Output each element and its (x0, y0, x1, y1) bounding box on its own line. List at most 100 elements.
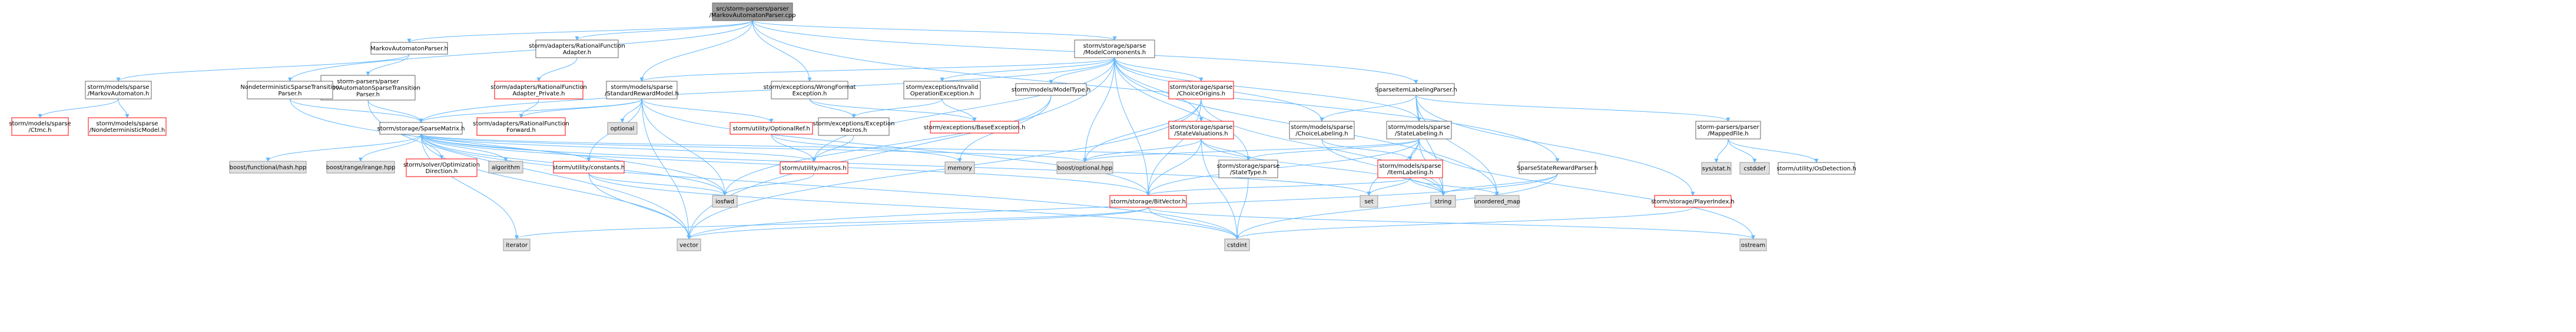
node-memory[interactable]: memory (944, 161, 975, 174)
node-label-line: /ChoiceLabeling.h (1295, 131, 1348, 137)
node-label-line: storm/utility/OptionalRef.h (732, 126, 810, 132)
node-storm-utility-constants-h[interactable]: storm/utility/constants.h (553, 161, 625, 174)
node-storm-exceptions-invalid-operationexception-h[interactable]: storm/exceptions/InvalidOperationExcepti… (903, 81, 981, 99)
node-ostream[interactable]: ostream (1739, 238, 1767, 251)
edge-n42-n48 (1148, 207, 1239, 240)
edge-n16-n47 (420, 134, 691, 240)
node-storm-parsers-parser-markovautomatonsparsetransition-parser-h[interactable]: storm-parsers/parser/MarkovAutomatonSpar… (316, 75, 420, 101)
node-box (229, 161, 307, 174)
node-box (818, 117, 890, 136)
node-label-line: /MarkovAutomatonParser.cpp (710, 12, 796, 19)
node-label-line: src/storm-parsers/parser (716, 6, 789, 12)
node-storm-models-sparse-ctmc-h[interactable]: storm/models/sparse/Ctmc.h (9, 117, 71, 136)
edge-n10-n20 (851, 98, 943, 118)
node-sys-stat-h[interactable]: sys/stat.h (1701, 162, 1732, 175)
node-label-line: iterator (506, 243, 528, 249)
node-storm-models-sparse-markovautomaton-h[interactable]: storm/models/sparse/MarkovAutomaton.h (85, 81, 152, 99)
node-label-line: MarkovAutomatonParser.h (370, 46, 448, 52)
node-label-line: storm/utility/OsDetection.h (1776, 166, 1856, 172)
node-storm-models-sparse-statelabeling-h[interactable]: storm/models/sparse/StateLabeling.h (1386, 121, 1452, 140)
edge-n16-n46 (420, 134, 519, 240)
node-storm-models-sparse-itemlabeling-h[interactable]: storm/models/sparse/ItemLabeling.h (1377, 160, 1443, 178)
node-label-line: vector (679, 243, 699, 249)
node-storm-models-sparse-nondeterministicmodel-h[interactable]: storm/models/sparse/NondeterministicMode… (88, 117, 167, 136)
node-box (1377, 160, 1443, 178)
node-boost-range-irange-hpp[interactable]: boost/range/irange.hpp (326, 161, 396, 174)
edge-n24-n49 (1418, 138, 1755, 240)
edge-n3-n42 (1114, 57, 1151, 196)
node-label-line: optional (611, 126, 635, 132)
edge-n8-n18 (620, 98, 642, 123)
node-label-line: Adapter.h (563, 49, 591, 56)
node-storm-storage-sparse-modelcomponents-h[interactable]: storm/storage/sparse/ModelComponents.h (1074, 39, 1155, 58)
edges-layer (38, 20, 1819, 240)
edge-n13-n43 (1415, 95, 1446, 196)
node-box (1739, 162, 1770, 175)
edge-n0-n8 (639, 20, 753, 82)
node-string[interactable]: string (1430, 195, 1456, 208)
node-boost-functional-hash-hpp[interactable]: boost/functional/hash.hpp (229, 161, 307, 174)
node-sparsestaterewardparser-h[interactable]: SparseStateRewardParser.h (1517, 161, 1598, 174)
node-iosfwd[interactable]: iosfwd (712, 195, 738, 208)
edge-n16-n27 (359, 134, 422, 162)
node-label-line: storm/adapters/RationalFunction (473, 121, 569, 127)
node-cstddef[interactable]: cstddef (1739, 162, 1770, 175)
node-box (553, 161, 625, 174)
node-label-line: storm/models/sparse (1379, 163, 1441, 170)
node-cstdint[interactable]: cstdint (1224, 238, 1250, 251)
node-optional[interactable]: optional (607, 122, 638, 135)
node-vector[interactable]: vector (677, 238, 701, 251)
node-iterator[interactable]: iterator (503, 238, 531, 251)
node-label-line: /StateLabeling.h (1395, 131, 1443, 137)
edge-n13-n44 (1415, 95, 1499, 196)
node-unordered-map[interactable]: unordered_map (1474, 195, 1520, 208)
node-box (712, 2, 793, 21)
node-label-line: storm-parsers/parser (337, 79, 399, 85)
edge-n12-n33 (1083, 98, 1202, 162)
edge-n4-n15 (118, 98, 130, 118)
node-storm-parsers-parser-mappedfile-h[interactable]: storm-parsers/parser/MappedFile.h (1695, 121, 1761, 140)
node-storm-storage-bitvector-h[interactable]: storm/storage/BitVector.h (1109, 195, 1187, 208)
node-storm-storage-sparse-statevaluations-h[interactable]: storm/storage/sparse/StateValuations.h (1168, 121, 1234, 140)
node-storm-exceptions-baseexception-h[interactable]: storm/exceptions/BaseException.h (924, 121, 1026, 134)
node-storm-utility-osdetection-h[interactable]: storm/utility/OsDetection.h (1776, 162, 1856, 175)
edge-n42-n47 (687, 207, 1149, 240)
edge-n24-n42 (1146, 138, 1420, 196)
node-set[interactable]: set (1360, 195, 1378, 208)
node-storm-utility-macros-h[interactable]: storm/utility/macros.h (780, 161, 848, 174)
node-storm-storage-sparse-statetype-h[interactable]: storm/storage/sparse/StateType.h (1217, 160, 1280, 178)
node-box (1289, 121, 1355, 140)
node-label-line: storm/models/sparse (1388, 124, 1450, 131)
node-algorithm[interactable]: algorithm (488, 161, 523, 174)
edge-n16-n34 (420, 134, 1251, 161)
node-boost-optional-hpp[interactable]: boost/optional.hpp (1056, 161, 1113, 174)
node-storm-utility-optionalref-h[interactable]: storm/utility/OptionalRef.h (730, 122, 813, 135)
node-storm-storage-sparse-choiceorigins-h[interactable]: storm/storage/sparse/ChoiceOrigins.h (1168, 81, 1234, 99)
edge-n24-n33 (1083, 138, 1420, 162)
edge-n35-n40 (1367, 177, 1411, 196)
node-storm-models-modeltype-h[interactable]: storm/models/ModelType.h (1012, 83, 1091, 96)
node-src-storm-parsers-parser-markovautomatonparser-cpp[interactable]: src/storm-parsers/parser/MarkovAutomaton… (710, 2, 796, 21)
node-box (903, 81, 981, 99)
node-storm-models-sparse-standardrewardmodel-h[interactable]: storm/models/sparse/StandardRewardModel.… (605, 81, 679, 99)
node-sparseitemlabelingparser-h[interactable]: SparseItemLabelingParser.h (1375, 83, 1457, 96)
node-storm-adapters-rationalfunction-adapter-private-h[interactable]: storm/adapters/RationalFunctionAdapter_P… (490, 81, 587, 99)
node-markovautomatonparser-h[interactable]: MarkovAutomatonParser.h (370, 42, 448, 55)
node-box (1168, 81, 1234, 99)
edge-n8-n47 (641, 98, 691, 240)
node-storm-models-sparse-choicelabeling-h[interactable]: storm/models/sparse/ChoiceLabeling.h (1289, 121, 1355, 140)
node-storm-storage-playerindex-h[interactable]: storm/storage/PlayerIndex.h (1651, 195, 1735, 208)
node-label-line: /MarkovAutomatonSparseTransition (316, 85, 420, 92)
node-storm-storage-sparsematrix-h[interactable]: storm/storage/SparseMatrix.h (377, 122, 465, 135)
edge-n3-n34 (1114, 57, 1251, 161)
node-box (1377, 83, 1455, 96)
edge-n25-n37 (1714, 138, 1729, 163)
node-label-line: storm/solver/Optimization (403, 162, 480, 168)
